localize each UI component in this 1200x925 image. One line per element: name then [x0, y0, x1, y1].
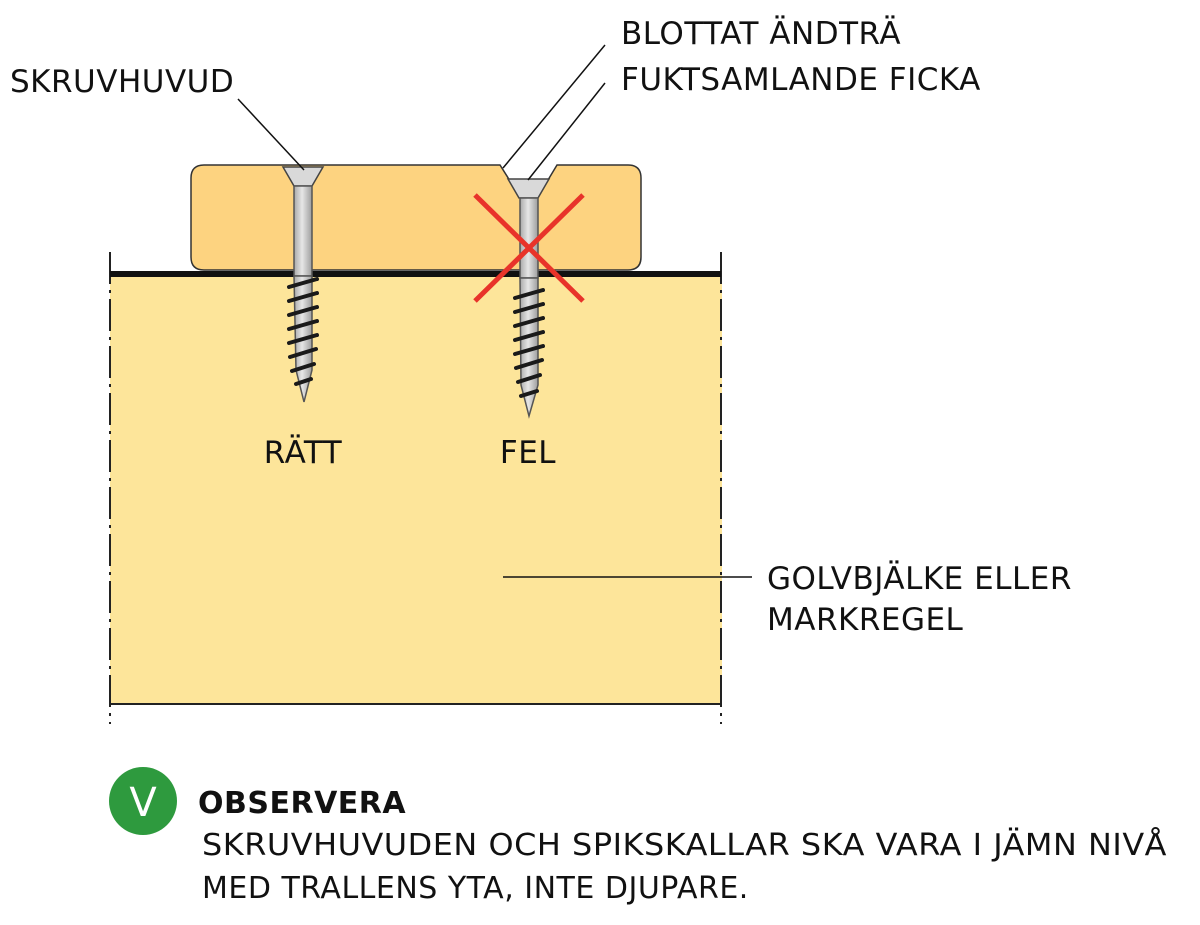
wrong-screw-shank	[519, 197, 539, 279]
label-joist-line1: GOLVBJÄLKE ELLER	[767, 561, 1072, 597]
check-badge-icon	[109, 767, 177, 835]
note-line2: MED TRALLENS YTA, INTE DJUPARE.	[202, 871, 749, 906]
leader-lines	[237, 44, 752, 578]
correct-screw	[281, 166, 325, 403]
note-line1: SKRUVHUVUDEN OCH SPIKSKALLAR SKA VARA I …	[202, 827, 1167, 863]
leader-exposed-end-grain	[502, 44, 606, 169]
correct-screw-threads	[287, 277, 319, 386]
joist	[109, 252, 722, 724]
label-wrong: FEL	[500, 435, 556, 471]
badge-letter: V	[129, 780, 157, 826]
red-x-icon	[473, 193, 585, 303]
deck-board	[190, 164, 642, 271]
label-correct: RÄTT	[264, 435, 343, 471]
wrong-screw	[506, 178, 551, 419]
label-exposed-end-grain: BLOTTAT ÄNDTRÄ	[621, 16, 901, 52]
label-moisture-pocket: FUKTSAMLANDE FICKA	[621, 62, 981, 98]
joist-body	[110, 277, 722, 704]
leader-screw-head	[237, 98, 305, 171]
wrong-screw-threads	[513, 288, 545, 398]
note-title: OBSERVERA	[198, 786, 406, 821]
label-screw-head: SKRUVHUVUD	[10, 64, 234, 100]
label-joist-line2: MARKREGEL	[767, 602, 964, 638]
leader-moisture-pocket	[527, 82, 606, 181]
note: V OBSERVERA SKRUVHUVUDEN OCH SPIKSKALLAR…	[109, 767, 1167, 906]
correct-screw-shank	[293, 185, 313, 277]
